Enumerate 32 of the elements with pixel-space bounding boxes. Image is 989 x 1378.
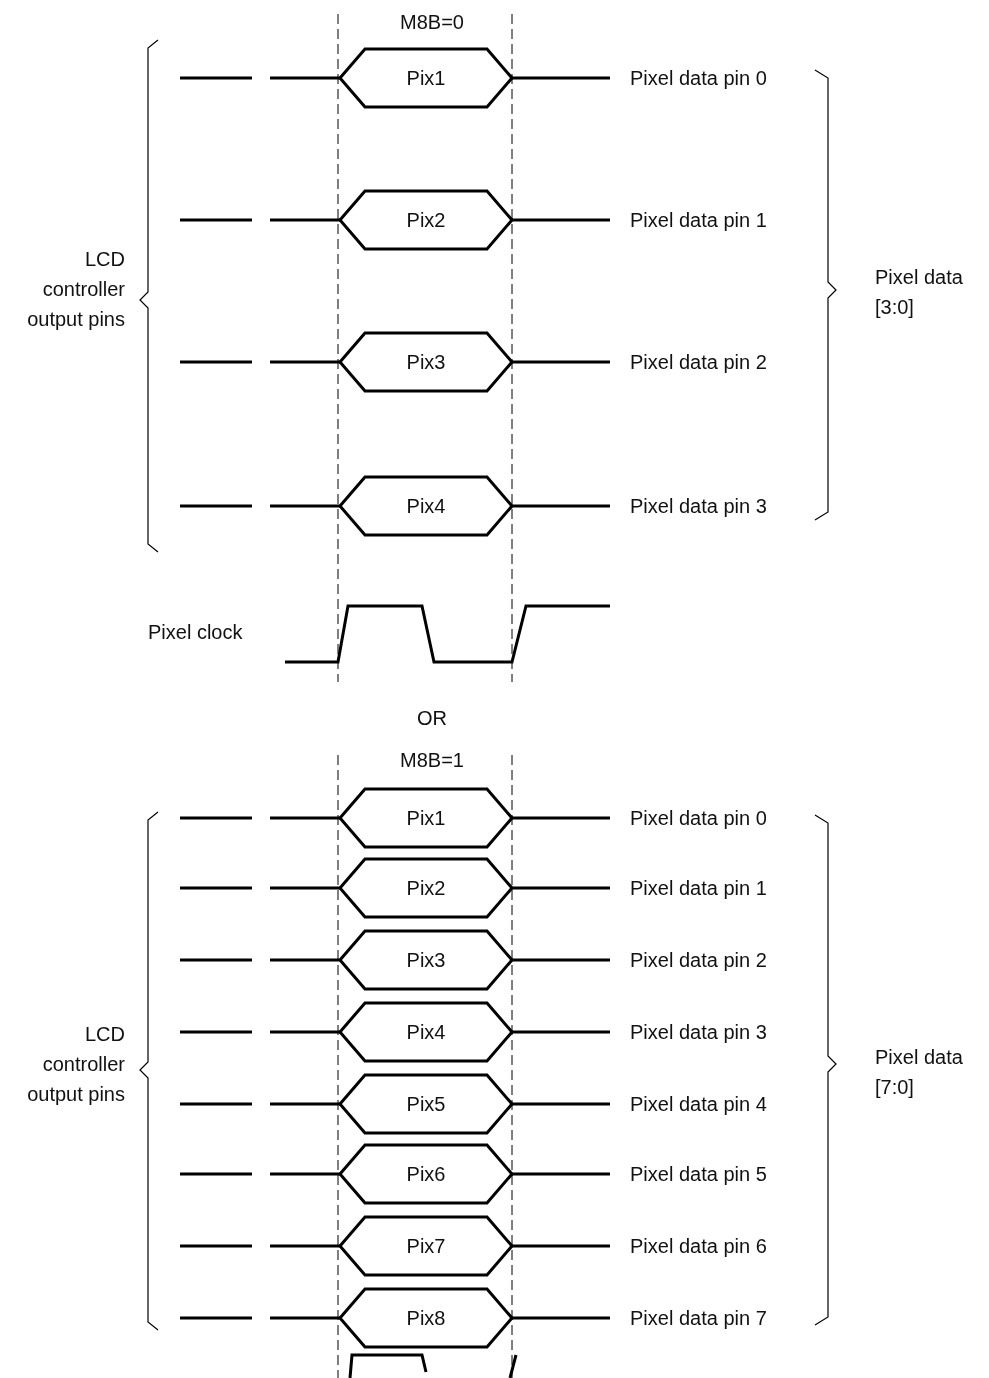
bus-value-hexagon: Pix4 <box>338 1001 514 1063</box>
bus-value-hexagon: Pix2 <box>338 857 514 919</box>
pin-label: Pixel data pin 5 <box>630 1162 767 1187</box>
pin-label: Pixel data pin 0 <box>630 806 767 831</box>
bus-value-hexagon: Pix8 <box>338 1287 514 1349</box>
pin-label: Pixel data pin 3 <box>630 1020 767 1045</box>
heading-label: OR <box>416 706 448 731</box>
bus-label: Pixel data [3:0] <box>875 265 964 320</box>
group-label: LCD controller output pins <box>26 247 125 332</box>
heading-label: M8B=0 <box>399 10 465 35</box>
pin-label: Pixel data pin 1 <box>630 876 767 901</box>
pin-label: Pixel data pin 6 <box>630 1234 767 1259</box>
pin-label: Pixel data pin 2 <box>630 350 767 375</box>
pin-label: Pixel data pin 4 <box>630 1092 767 1117</box>
group-label: LCD controller output pins <box>26 1022 125 1107</box>
bus-value-hexagon: Pix3 <box>338 331 514 393</box>
bus-label: Pixel data [7:0] <box>875 1045 964 1100</box>
pin-label: Pixel data pin 0 <box>630 66 767 91</box>
bus-value-hexagon: Pix6 <box>338 1143 514 1205</box>
bus-value-hexagon: Pix7 <box>338 1215 514 1277</box>
pin-label: Pixel data pin 3 <box>630 494 767 519</box>
pin-label: Pixel data pin 7 <box>630 1306 767 1331</box>
pin-label: Pixel data pin 1 <box>630 208 767 233</box>
bus-value-hexagon: Pix1 <box>338 47 514 109</box>
signal-label: Pixel clock <box>148 620 243 645</box>
bus-value-hexagon: Pix3 <box>338 929 514 991</box>
bus-value-hexagon: Pix2 <box>338 189 514 251</box>
bus-value-hexagon: Pix4 <box>338 475 514 537</box>
bus-value-hexagon: Pix1 <box>338 787 514 849</box>
heading-label: M8B=1 <box>399 748 465 773</box>
bus-value-hexagon: Pix5 <box>338 1073 514 1135</box>
pin-label: Pixel data pin 2 <box>630 948 767 973</box>
